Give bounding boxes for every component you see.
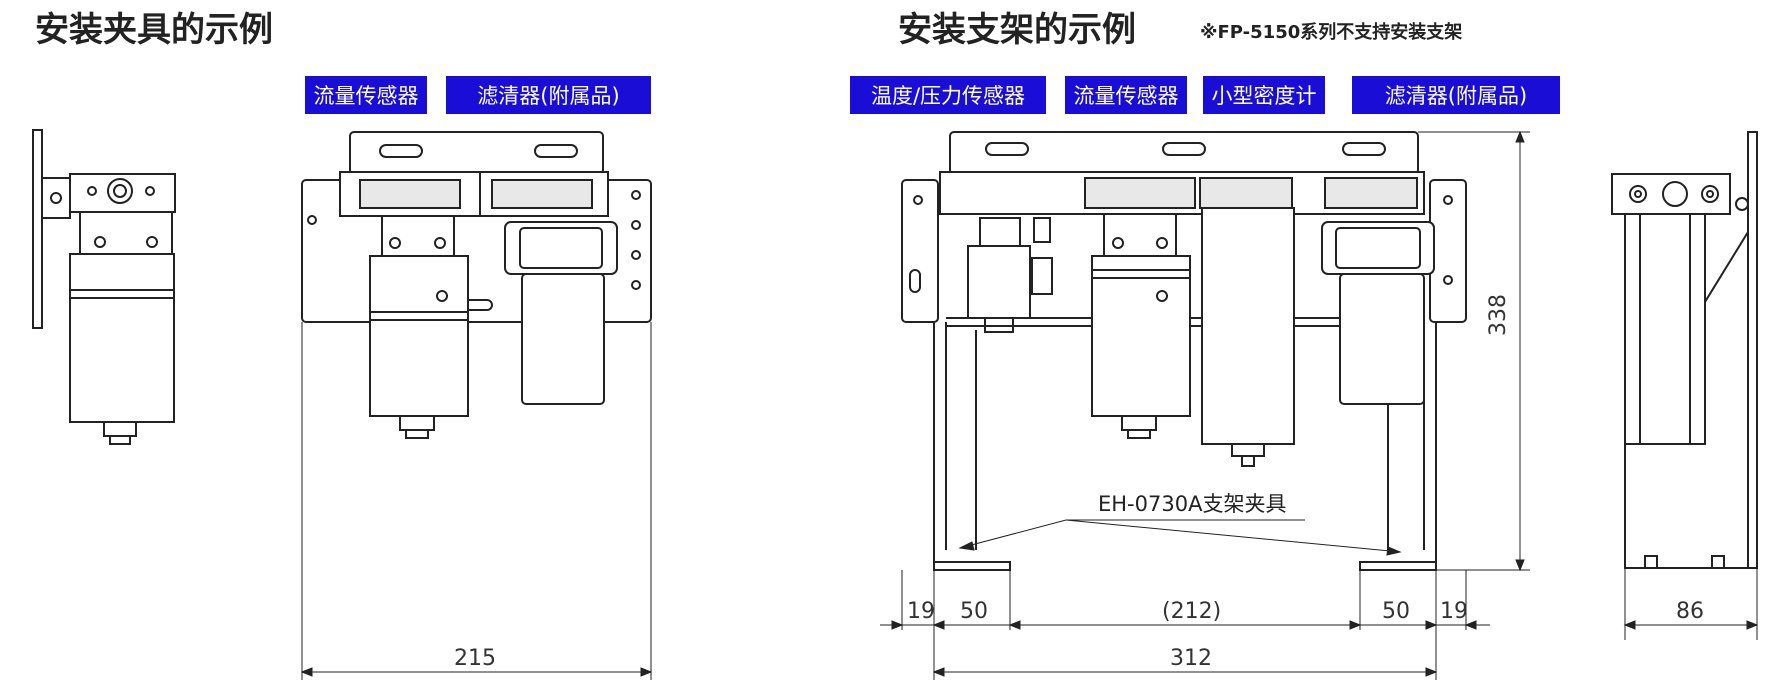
right-front-view	[901, 131, 1530, 680]
right-title: 安装支架的示例	[898, 10, 1136, 50]
bracket-callout: EH-0730A支架夹具	[1098, 492, 1287, 516]
dim-seg-50-right: 50	[1382, 599, 1410, 624]
dim-left-width: 215	[454, 646, 496, 671]
dim-seg-19-left: 19	[907, 599, 935, 624]
left-front-view	[301, 131, 652, 680]
left-title: 安装夹具的示例	[35, 10, 273, 50]
right-side-view	[1611, 131, 1758, 640]
label-right-flow-sensor: 流量传感器	[1065, 76, 1187, 114]
bracket-note: ※FP-5150系列不支持安装支架	[1200, 22, 1463, 43]
label-right-filter: 滤清器(附属品)	[1352, 76, 1560, 114]
dim-total-width: 312	[1170, 646, 1212, 671]
dim-side-depth: 86	[1676, 599, 1704, 624]
label-right-temp-pressure: 温度/压力传感器	[850, 76, 1046, 114]
dim-seg-212: (212)	[1162, 599, 1222, 624]
dim-seg-19-right: 19	[1440, 599, 1468, 624]
label-left-flow-sensor: 流量传感器	[305, 76, 427, 114]
label-left-filter: 滤清器(附属品)	[446, 76, 651, 114]
dim-height: 338	[1486, 294, 1511, 336]
left-side-view	[32, 129, 176, 445]
label-right-density-meter: 小型密度计	[1203, 76, 1325, 114]
dimension-lines	[300, 130, 1759, 677]
dim-seg-50-left: 50	[960, 599, 988, 624]
